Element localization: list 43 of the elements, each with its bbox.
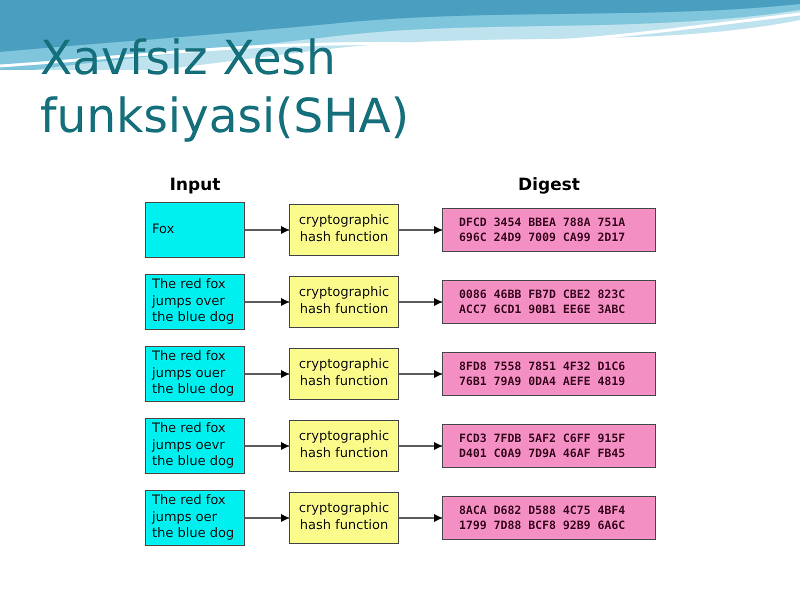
input-box bbox=[145, 202, 245, 258]
arrow bbox=[399, 226, 442, 234]
digest-box bbox=[442, 424, 656, 468]
arrow bbox=[245, 370, 289, 378]
digest-box bbox=[442, 208, 656, 252]
digest-box bbox=[442, 280, 656, 324]
arrow bbox=[245, 442, 289, 450]
title: Xavfsiz Xesh funksiyasi(SHA) bbox=[40, 30, 410, 146]
hash-digest: FCD3 7FDB 5AF2 C6FF 915F D401 C0A9 7D9A 46AF FB45 bbox=[459, 431, 626, 461]
arrow bbox=[245, 226, 289, 234]
arrow bbox=[245, 514, 289, 522]
digest-box bbox=[442, 352, 656, 396]
box-text: The red fox jumps oer the blue dog bbox=[152, 492, 236, 544]
arrow bbox=[399, 370, 442, 378]
hash-digest: 0086 46BB FB7D CBE2 823C ACC7 6CD1 90B1 EE6E 3ABC bbox=[459, 287, 626, 317]
input-box bbox=[145, 490, 245, 546]
digest-box bbox=[442, 496, 656, 540]
hash-function-box bbox=[289, 276, 399, 328]
hash-function-box bbox=[289, 420, 399, 472]
column-heading: Input bbox=[168, 175, 222, 195]
arrow bbox=[399, 298, 442, 306]
input-box bbox=[145, 346, 245, 402]
box-text: cryptographic hash function bbox=[298, 357, 390, 391]
arrow bbox=[245, 298, 289, 306]
box-text: The red fox jumps oevr the blue dog bbox=[152, 420, 236, 472]
arrow bbox=[399, 442, 442, 450]
hash-digest: 8ACA D682 D588 4C75 4BF4 1799 7D88 BCF8 92B9 6A6C bbox=[459, 503, 626, 533]
column-heading: Digest bbox=[517, 175, 581, 195]
box-text: The red fox jumps ouer the blue dog bbox=[152, 348, 236, 400]
arrow bbox=[399, 514, 442, 522]
hash-function-box bbox=[289, 492, 399, 544]
input-box bbox=[145, 274, 245, 330]
box-text: The red fox jumps over the blue dog bbox=[152, 276, 236, 328]
hash-digest: 8FD8 7558 7851 4F32 D1C6 76B1 79A9 0DA4 AEFE 4819 bbox=[459, 359, 626, 389]
box-text: Fox bbox=[152, 222, 176, 238]
box-text: cryptographic hash function bbox=[298, 501, 390, 535]
hash-function-box bbox=[289, 204, 399, 256]
input-box bbox=[145, 418, 245, 474]
box-text: cryptographic hash function bbox=[298, 213, 390, 247]
box-text: cryptographic hash function bbox=[298, 285, 390, 319]
hash-digest: DFCD 3454 BBEA 788A 751A 696C 24D9 7009 CA99 2D17 bbox=[459, 215, 626, 245]
box-text: cryptographic hash function bbox=[298, 429, 390, 463]
hash-function-box bbox=[289, 348, 399, 400]
